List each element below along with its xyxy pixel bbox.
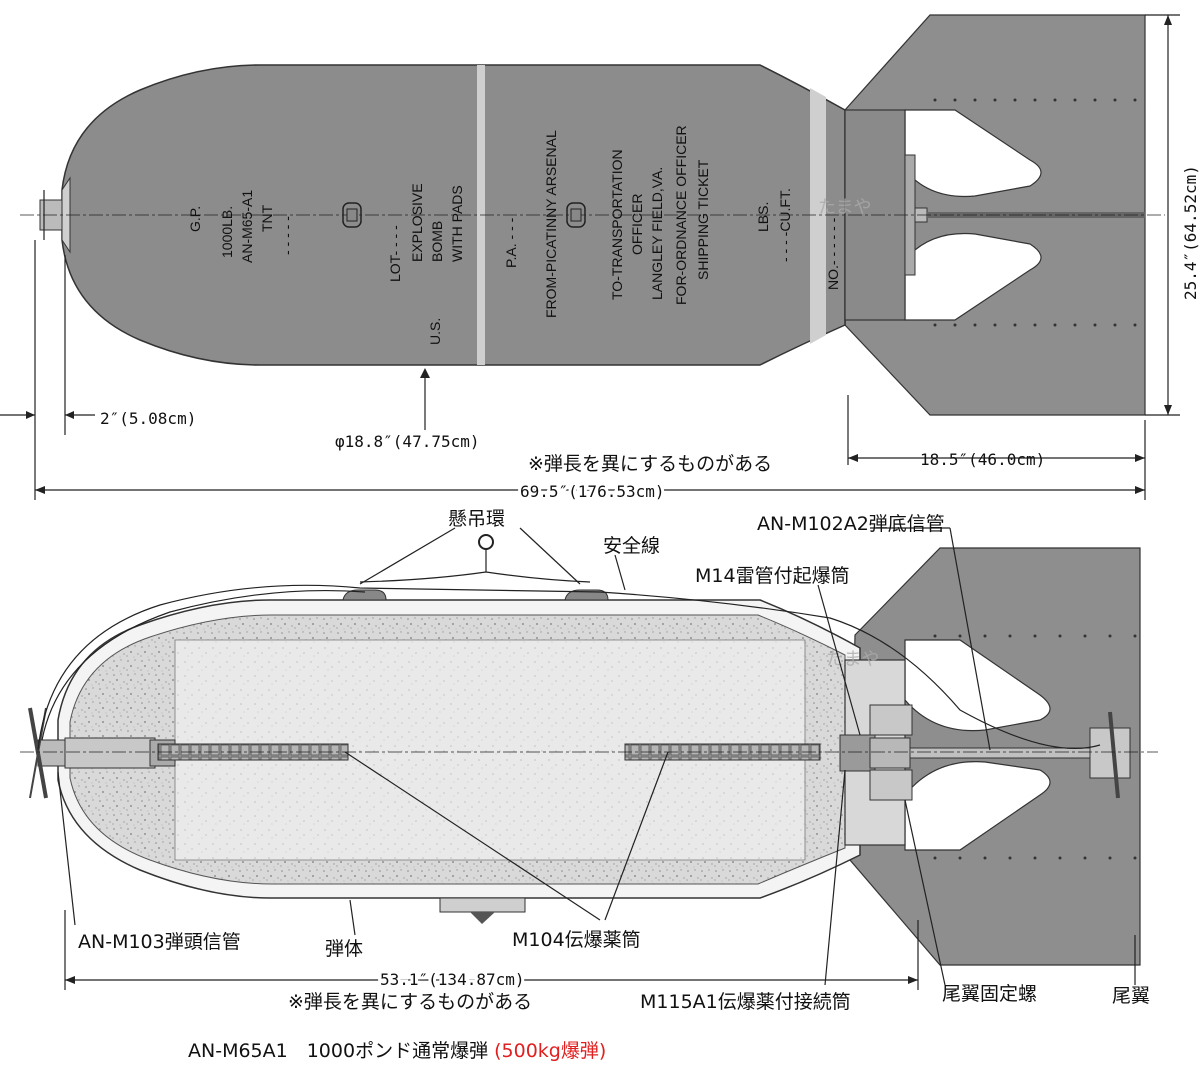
- mark-col5-line3: NO.- - - - - -: [825, 217, 841, 290]
- label-suspension-lug: 懸吊環: [448, 508, 505, 530]
- top-fin-cutout-upper: [904, 109, 1042, 198]
- bottom-fin-rivets: [933, 634, 1137, 860]
- mark-col4-line3: LANGLEY FIELD,VA.: [649, 167, 665, 300]
- mark-col2-us: U.S.: [427, 318, 443, 345]
- mark-col4-line2: OFFICER: [629, 194, 645, 255]
- mark-col2-line3: BOMB: [429, 221, 445, 262]
- bottom-tail-fuze-rod: [909, 747, 1091, 759]
- mark-col3-line1: P.A. - - -: [503, 217, 519, 268]
- bottom-suspension-ring: [359, 534, 591, 583]
- label-adapter: M115A1伝爆薬付接続筒: [640, 991, 851, 1013]
- dim-body-length: 53.1″(134.87cm): [380, 970, 525, 989]
- dim-note-bottom: ※弾長を異にするものがある: [288, 991, 532, 1013]
- title-main: AN-M65A1 1000ポンド通常爆弾: [188, 1040, 488, 1062]
- mark-col2-line1: LOT- - - -: [387, 225, 403, 282]
- dim-tail: 18.5″(46.0cm): [920, 450, 1045, 469]
- bottom-nose-fuze: [28, 707, 66, 799]
- dim-length: 69.5″(176.53cm): [520, 482, 665, 501]
- bottom-fin-cutout-lower: [904, 761, 1051, 851]
- mark-col1-line2: 1000LB.: [219, 206, 235, 258]
- top-fin-rivets: [933, 98, 1137, 327]
- label-body: 弾体: [325, 938, 363, 960]
- mark-col1-line5: - - - - -: [279, 216, 295, 255]
- dim-diameter: φ18.8″(47.75cm): [335, 432, 480, 451]
- bottom-fin-cutout-upper: [904, 639, 1051, 732]
- top-markings: G.P. 1000LB. AN-M65-A1 TNT - - - - - LOT…: [187, 125, 841, 345]
- top-lug-rear: [566, 202, 586, 228]
- label-safety-wire: 安全線: [603, 535, 660, 557]
- bottom-leaders: [57, 527, 1136, 986]
- dim-nose: 2″(5.08cm): [100, 409, 196, 428]
- bottom-nose-fuze-well: [64, 737, 156, 769]
- bottom-booster: [869, 737, 911, 769]
- label-nose-fuze: AN-M103弾頭信管: [78, 931, 241, 953]
- mark-col4-line5: SHIPPING TICKET: [695, 159, 711, 280]
- mark-col2-line2: EXPLOSIVE: [409, 183, 425, 262]
- mark-col1-line4: TNT: [259, 204, 275, 232]
- top-lug-front: [342, 202, 362, 228]
- bottom-underside-lug-tip: [470, 912, 495, 924]
- mark-col4-line1: TO-TRANSPORTATION: [609, 149, 625, 300]
- bottom-view: たまや 懸吊環 安全線 AN-M102A2弾底信管: [20, 508, 1158, 1013]
- mark-col3-line2: FROM-PICATINNY ARSENAL: [543, 130, 559, 318]
- top-dimensions: [0, 14, 1180, 500]
- bottom-safety-wire: [37, 584, 1101, 751]
- bottom-tail-fuze: [1089, 711, 1131, 799]
- top-view: G.P. 1000LB. AN-M65-A1 TNT - - - - - LOT…: [0, 14, 1200, 504]
- dim-note-top: ※弾長を異にするものがある: [528, 453, 772, 475]
- mark-col2-line4: WITH PADS: [449, 185, 465, 262]
- label-burster-tube: M104伝爆薬筒: [512, 929, 641, 951]
- dim-span: 25.4″(64.52cm): [1181, 165, 1200, 300]
- bottom-watermark: たまや: [826, 649, 879, 670]
- title-sub: (500kg爆弾): [494, 1040, 606, 1062]
- bottom-lug-front: [342, 589, 387, 601]
- bottom-safety-wire-2: [41, 589, 366, 741]
- diagram-title: AN-M65A1 1000ポンド通常爆弾 (500kg爆弾): [188, 1040, 606, 1062]
- label-booster: M14雷管付起爆筒: [695, 565, 850, 587]
- mark-col4-line4: FOR-ORDNANCE OFFICER: [673, 125, 689, 305]
- mark-col5-line2: - - - -CU.FT.: [777, 188, 793, 262]
- mark-col5-line1: LBS.: [755, 202, 771, 232]
- label-fin-lock-nut: 尾翼固定螺: [942, 983, 1037, 1005]
- top-watermark: たまや: [818, 197, 871, 218]
- top-band-tail: [810, 88, 826, 344]
- bottom-tail-plate-lower: [869, 769, 913, 801]
- bottom-tail-plate-upper: [869, 704, 913, 736]
- label-tail-fuze: AN-M102A2弾底信管: [757, 513, 945, 535]
- label-fin: 尾翼: [1112, 985, 1150, 1007]
- bottom-underside-lug: [439, 897, 526, 913]
- mark-col1-line1: G.P.: [187, 206, 203, 232]
- bottom-length-dim: [64, 910, 919, 990]
- top-fin-cutout-lower: [904, 232, 1042, 321]
- mark-col1-line3: AN-M65-A1: [239, 190, 255, 263]
